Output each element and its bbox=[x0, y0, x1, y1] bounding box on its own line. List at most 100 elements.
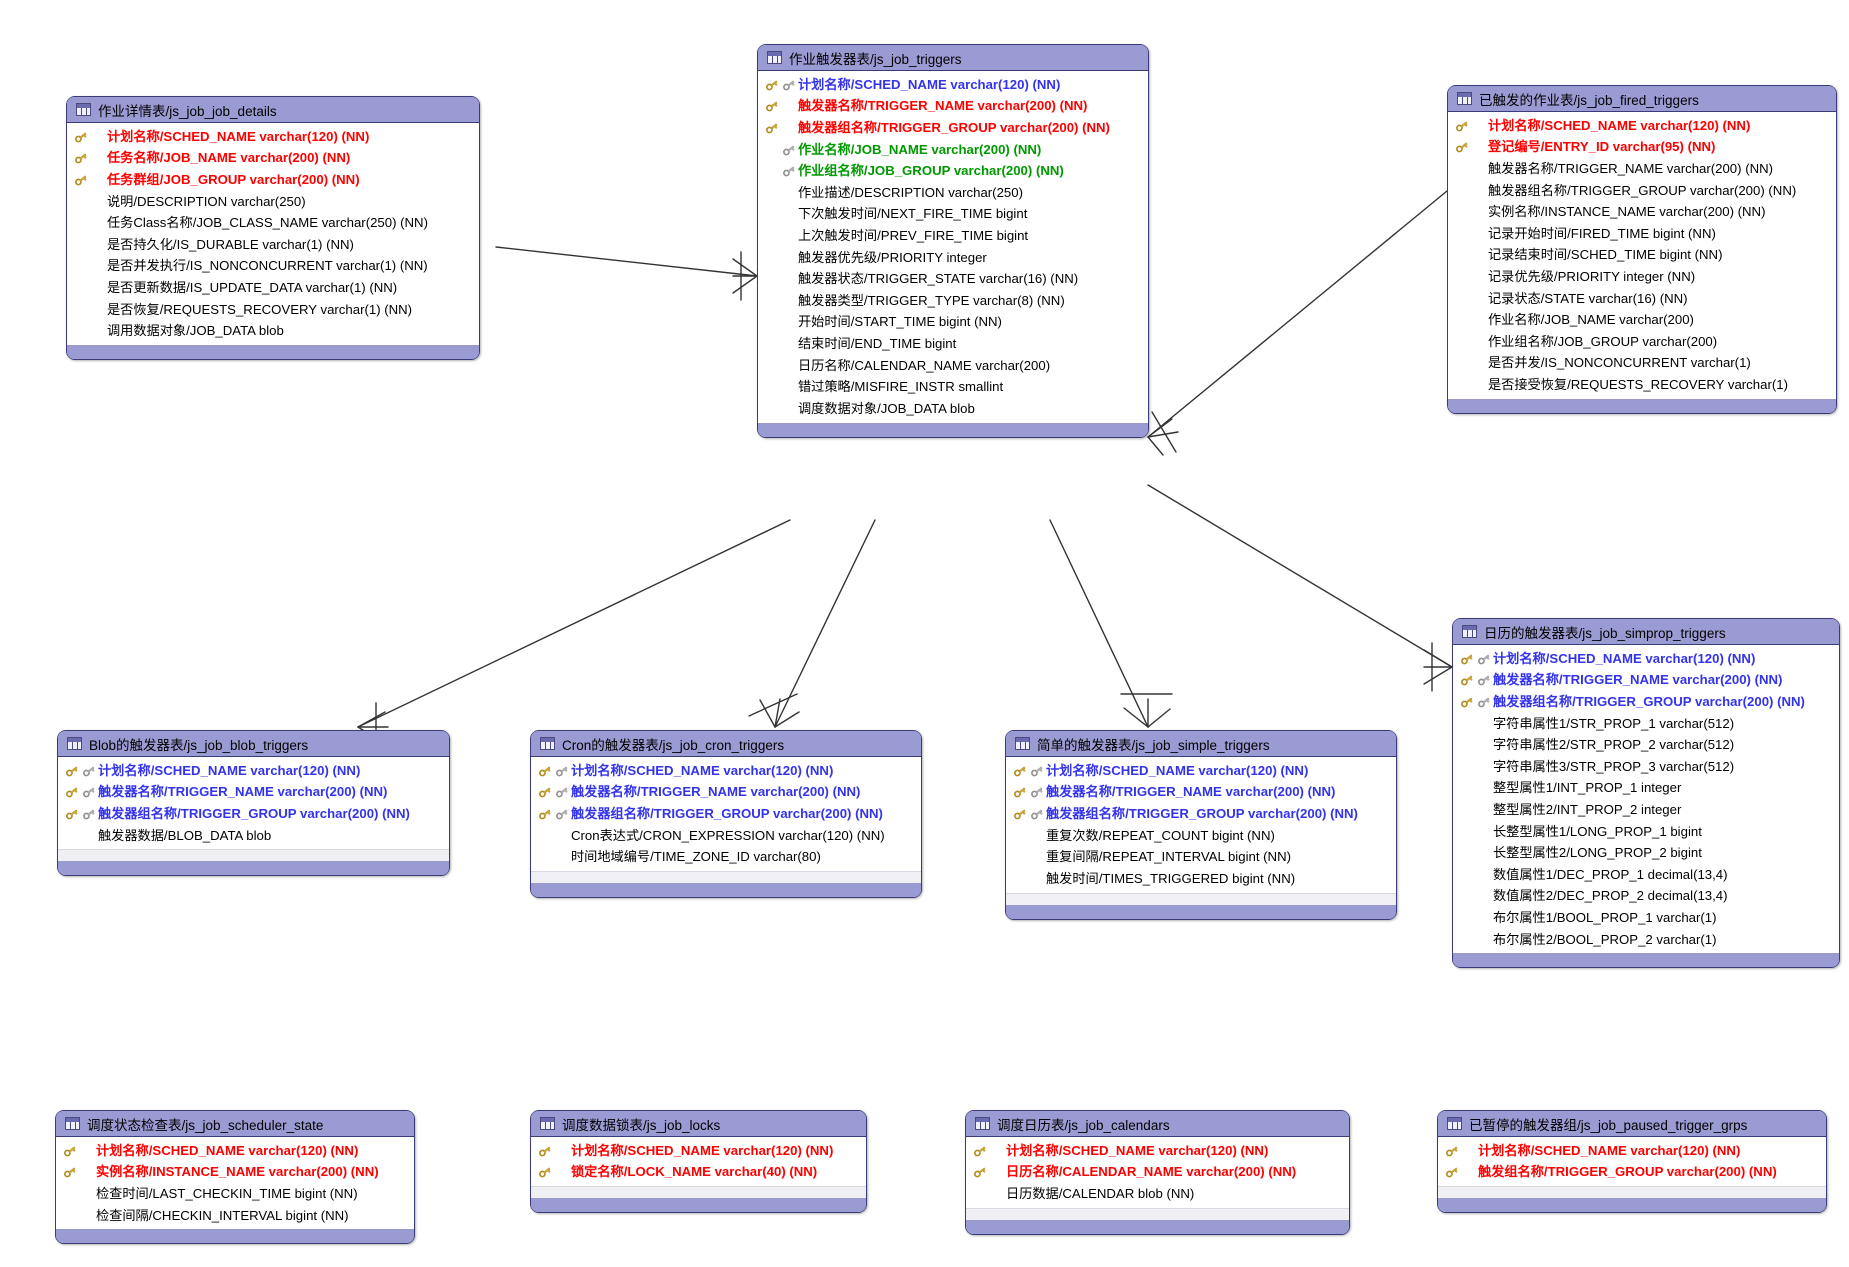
attribute-row[interactable]: 计划名称/SCHED_NAME varchar(120) (NN) bbox=[537, 760, 915, 782]
attribute-row[interactable]: 记录结束时间/SCHED_TIME bigint (NN) bbox=[1454, 245, 1830, 267]
attribute-row[interactable]: 作业描述/DESCRIPTION varchar(250) bbox=[764, 182, 1142, 204]
entity-header-locks[interactable]: 调度数据锁表/js_job_locks bbox=[531, 1111, 866, 1137]
attribute-row[interactable]: 计划名称/SCHED_NAME varchar(120) (NN) bbox=[972, 1140, 1343, 1162]
attribute-row[interactable]: 是否并发执行/IS_NONCONCURRENT varchar(1) (NN) bbox=[73, 256, 473, 278]
attribute-row[interactable]: 检查间隔/CHECKIN_INTERVAL bigint (NN) bbox=[62, 1205, 408, 1227]
attribute-row[interactable]: 作业名称/JOB_NAME varchar(200) (NN) bbox=[764, 139, 1142, 161]
attribute-row[interactable]: 触发器组名称/TRIGGER_GROUP varchar(200) (NN) bbox=[1459, 691, 1833, 713]
attribute-row[interactable]: 计划名称/SCHED_NAME varchar(120) (NN) bbox=[1444, 1140, 1820, 1162]
entity-header-simprop_triggers[interactable]: 日历的触发器表/js_job_simprop_triggers bbox=[1453, 619, 1839, 645]
entity-table-paused_trigger_grps[interactable]: 已暂停的触发器组/js_job_paused_trigger_grps 计划名称/… bbox=[1437, 1110, 1827, 1214]
entity-header-cron_triggers[interactable]: Cron的触发器表/js_job_cron_triggers bbox=[531, 731, 921, 757]
attribute-row[interactable]: 锁定名称/LOCK_NAME varchar(40) (NN) bbox=[537, 1162, 860, 1184]
attribute-row[interactable]: 调用数据对象/JOB_DATA blob bbox=[73, 320, 473, 342]
attribute-row[interactable]: 检查时间/LAST_CHECKIN_TIME bigint (NN) bbox=[62, 1183, 408, 1205]
attribute-row[interactable]: 计划名称/SCHED_NAME varchar(120) (NN) bbox=[62, 1140, 408, 1162]
attribute-row[interactable]: 时间地域编号/TIME_ZONE_ID varchar(80) bbox=[537, 846, 915, 868]
attribute-row[interactable]: 错过策略/MISFIRE_INSTR smallint bbox=[764, 376, 1142, 398]
entity-table-locks[interactable]: 调度数据锁表/js_job_locks 计划名称/SCHED_NAME varch… bbox=[530, 1110, 867, 1214]
attribute-row[interactable]: 触发器名称/TRIGGER_NAME varchar(200) (NN) bbox=[537, 782, 915, 804]
attribute-row[interactable]: 触发器组名称/TRIGGER_GROUP varchar(200) (NN) bbox=[537, 803, 915, 825]
attribute-row[interactable]: 是否恢复/REQUESTS_RECOVERY varchar(1) (NN) bbox=[73, 299, 473, 321]
attribute-row[interactable]: 触发器组名称/TRIGGER_GROUP varchar(200) (NN) bbox=[1012, 803, 1390, 825]
attribute-row[interactable]: 触发器名称/TRIGGER_NAME varchar(200) (NN) bbox=[64, 782, 443, 804]
attribute-row[interactable]: 重复间隔/REPEAT_INTERVAL bigint (NN) bbox=[1012, 846, 1390, 868]
attribute-row[interactable]: 下次触发时间/NEXT_FIRE_TIME bigint bbox=[764, 204, 1142, 226]
entity-table-blob_triggers[interactable]: Blob的触发器表/js_job_blob_triggers 计划名称/SCHED… bbox=[57, 730, 450, 877]
attribute-row[interactable]: 计划名称/SCHED_NAME varchar(120) (NN) bbox=[537, 1140, 860, 1162]
attribute-row[interactable]: 布尔属性2/BOOL_PROP_2 varchar(1) bbox=[1459, 929, 1833, 951]
attribute-row[interactable]: 任务名称/JOB_NAME varchar(200) (NN) bbox=[73, 148, 473, 170]
attribute-row[interactable]: 计划名称/SCHED_NAME varchar(120) (NN) bbox=[1454, 115, 1830, 137]
entity-table-simple_triggers[interactable]: 简单的触发器表/js_job_simple_triggers 计划名称/SCHED… bbox=[1005, 730, 1397, 920]
attribute-row[interactable]: 实例名称/INSTANCE_NAME varchar(200) (NN) bbox=[62, 1162, 408, 1184]
attribute-row[interactable]: 触发器组名称/TRIGGER_GROUP varchar(200) (NN) bbox=[764, 117, 1142, 139]
attribute-row[interactable]: 字符串属性1/STR_PROP_1 varchar(512) bbox=[1459, 713, 1833, 735]
attribute-row[interactable]: 上次触发时间/PREV_FIRE_TIME bigint bbox=[764, 225, 1142, 247]
attribute-row[interactable]: 触发器名称/TRIGGER_NAME varchar(200) (NN) bbox=[1454, 158, 1830, 180]
attribute-row[interactable]: 计划名称/SCHED_NAME varchar(120) (NN) bbox=[1012, 760, 1390, 782]
attribute-row[interactable]: 作业组名称/JOB_GROUP varchar(200) (NN) bbox=[764, 160, 1142, 182]
attribute-row[interactable]: 计划名称/SCHED_NAME varchar(120) (NN) bbox=[64, 760, 443, 782]
attribute-row[interactable]: 整型属性1/INT_PROP_1 integer bbox=[1459, 778, 1833, 800]
attribute-row[interactable]: 日历名称/CALENDAR_NAME varchar(200) bbox=[764, 355, 1142, 377]
entity-header-scheduler_state[interactable]: 调度状态检查表/js_job_scheduler_state bbox=[56, 1111, 414, 1137]
entity-header-fired_triggers[interactable]: 已触发的作业表/js_job_fired_triggers bbox=[1448, 86, 1836, 112]
attribute-row[interactable]: 开始时间/START_TIME bigint (NN) bbox=[764, 312, 1142, 334]
attribute-row[interactable]: 触发器组名称/TRIGGER_GROUP varchar(200) (NN) bbox=[1454, 180, 1830, 202]
attribute-row[interactable]: Cron表达式/CRON_EXPRESSION varchar(120) (NN… bbox=[537, 825, 915, 847]
attribute-row[interactable]: 字符串属性2/STR_PROP_2 varchar(512) bbox=[1459, 734, 1833, 756]
attribute-row[interactable]: 整型属性2/INT_PROP_2 integer bbox=[1459, 799, 1833, 821]
attribute-row[interactable]: 触发器数据/BLOB_DATA blob bbox=[64, 825, 443, 847]
attribute-row[interactable]: 结束时间/END_TIME bigint bbox=[764, 333, 1142, 355]
entity-header-job_details[interactable]: 作业详情表/js_job_job_details bbox=[67, 97, 479, 123]
attribute-row[interactable]: 触发组名称/TRIGGER_GROUP varchar(200) (NN) bbox=[1444, 1162, 1820, 1184]
attribute-row[interactable]: 触发器组名称/TRIGGER_GROUP varchar(200) (NN) bbox=[64, 803, 443, 825]
attribute-row[interactable]: 记录开始时间/FIRED_TIME bigint (NN) bbox=[1454, 223, 1830, 245]
attribute-row[interactable]: 触发器名称/TRIGGER_NAME varchar(200) (NN) bbox=[1459, 670, 1833, 692]
attribute-row[interactable]: 触发器状态/TRIGGER_STATE varchar(16) (NN) bbox=[764, 268, 1142, 290]
attribute-row[interactable]: 记录状态/STATE varchar(16) (NN) bbox=[1454, 288, 1830, 310]
attribute-row[interactable]: 说明/DESCRIPTION varchar(250) bbox=[73, 191, 473, 213]
entity-header-simple_triggers[interactable]: 简单的触发器表/js_job_simple_triggers bbox=[1006, 731, 1396, 757]
attribute-row[interactable]: 登记编号/ENTRY_ID varchar(95) (NN) bbox=[1454, 137, 1830, 159]
attribute-row[interactable]: 调度数据对象/JOB_DATA blob bbox=[764, 398, 1142, 420]
attribute-row[interactable]: 长整型属性2/LONG_PROP_2 bigint bbox=[1459, 842, 1833, 864]
entity-header-blob_triggers[interactable]: Blob的触发器表/js_job_blob_triggers bbox=[58, 731, 449, 757]
attribute-row[interactable]: 作业名称/JOB_NAME varchar(200) bbox=[1454, 309, 1830, 331]
attribute-row[interactable]: 日历名称/CALENDAR_NAME varchar(200) (NN) bbox=[972, 1162, 1343, 1184]
attribute-row[interactable]: 触发器优先级/PRIORITY integer bbox=[764, 247, 1142, 269]
entity-table-job_triggers[interactable]: 作业触发器表/js_job_triggers 计划名称/SCHED_NAME va… bbox=[757, 44, 1149, 438]
attribute-row[interactable]: 任务Class名称/JOB_CLASS_NAME varchar(250) (N… bbox=[73, 212, 473, 234]
attribute-row[interactable]: 是否并发/IS_NONCONCURRENT varchar(1) bbox=[1454, 353, 1830, 375]
attribute-row[interactable]: 计划名称/SCHED_NAME varchar(120) (NN) bbox=[1459, 648, 1833, 670]
attribute-row[interactable]: 触发器名称/TRIGGER_NAME varchar(200) (NN) bbox=[764, 96, 1142, 118]
entity-header-job_triggers[interactable]: 作业触发器表/js_job_triggers bbox=[758, 45, 1148, 71]
entity-header-paused_trigger_grps[interactable]: 已暂停的触发器组/js_job_paused_trigger_grps bbox=[1438, 1111, 1826, 1137]
entity-table-cron_triggers[interactable]: Cron的触发器表/js_job_cron_triggers 计划名称/SCHED… bbox=[530, 730, 922, 898]
entity-table-scheduler_state[interactable]: 调度状态检查表/js_job_scheduler_state 计划名称/SCHED… bbox=[55, 1110, 415, 1245]
entity-table-job_details[interactable]: 作业详情表/js_job_job_details 计划名称/SCHED_NAME … bbox=[66, 96, 480, 360]
attribute-row[interactable]: 是否接受恢复/REQUESTS_RECOVERY varchar(1) bbox=[1454, 374, 1830, 396]
entity-table-simprop_triggers[interactable]: 日历的触发器表/js_job_simprop_triggers 计划名称/SCHE… bbox=[1452, 618, 1840, 969]
attribute-row[interactable]: 重复次数/REPEAT_COUNT bigint (NN) bbox=[1012, 825, 1390, 847]
attribute-row[interactable]: 布尔属性1/BOOL_PROP_1 varchar(1) bbox=[1459, 907, 1833, 929]
entity-table-calendars[interactable]: 调度日历表/js_job_calendars 计划名称/SCHED_NAME va… bbox=[965, 1110, 1350, 1235]
attribute-row[interactable]: 计划名称/SCHED_NAME varchar(120) (NN) bbox=[73, 126, 473, 148]
attribute-row[interactable]: 字符串属性3/STR_PROP_3 varchar(512) bbox=[1459, 756, 1833, 778]
entity-table-fired_triggers[interactable]: 已触发的作业表/js_job_fired_triggers 计划名称/SCHED_… bbox=[1447, 85, 1837, 414]
attribute-row[interactable]: 是否更新数据/IS_UPDATE_DATA varchar(1) (NN) bbox=[73, 277, 473, 299]
attribute-row[interactable]: 计划名称/SCHED_NAME varchar(120) (NN) bbox=[764, 74, 1142, 96]
attribute-row[interactable]: 是否持久化/IS_DURABLE varchar(1) (NN) bbox=[73, 234, 473, 256]
attribute-row[interactable]: 作业组名称/JOB_GROUP varchar(200) bbox=[1454, 331, 1830, 353]
attribute-row[interactable]: 触发器类型/TRIGGER_TYPE varchar(8) (NN) bbox=[764, 290, 1142, 312]
entity-header-calendars[interactable]: 调度日历表/js_job_calendars bbox=[966, 1111, 1349, 1137]
attribute-row[interactable]: 触发器名称/TRIGGER_NAME varchar(200) (NN) bbox=[1012, 782, 1390, 804]
attribute-row[interactable]: 日历数据/CALENDAR blob (NN) bbox=[972, 1183, 1343, 1205]
attribute-row[interactable]: 记录优先级/PRIORITY integer (NN) bbox=[1454, 266, 1830, 288]
attribute-row[interactable]: 实例名称/INSTANCE_NAME varchar(200) (NN) bbox=[1454, 201, 1830, 223]
attribute-row[interactable]: 长整型属性1/LONG_PROP_1 bigint bbox=[1459, 821, 1833, 843]
attribute-row[interactable]: 任务群组/JOB_GROUP varchar(200) (NN) bbox=[73, 169, 473, 191]
attribute-row[interactable]: 触发时间/TIMES_TRIGGERED bigint (NN) bbox=[1012, 868, 1390, 890]
attribute-row[interactable]: 数值属性1/DEC_PROP_1 decimal(13,4) bbox=[1459, 864, 1833, 886]
